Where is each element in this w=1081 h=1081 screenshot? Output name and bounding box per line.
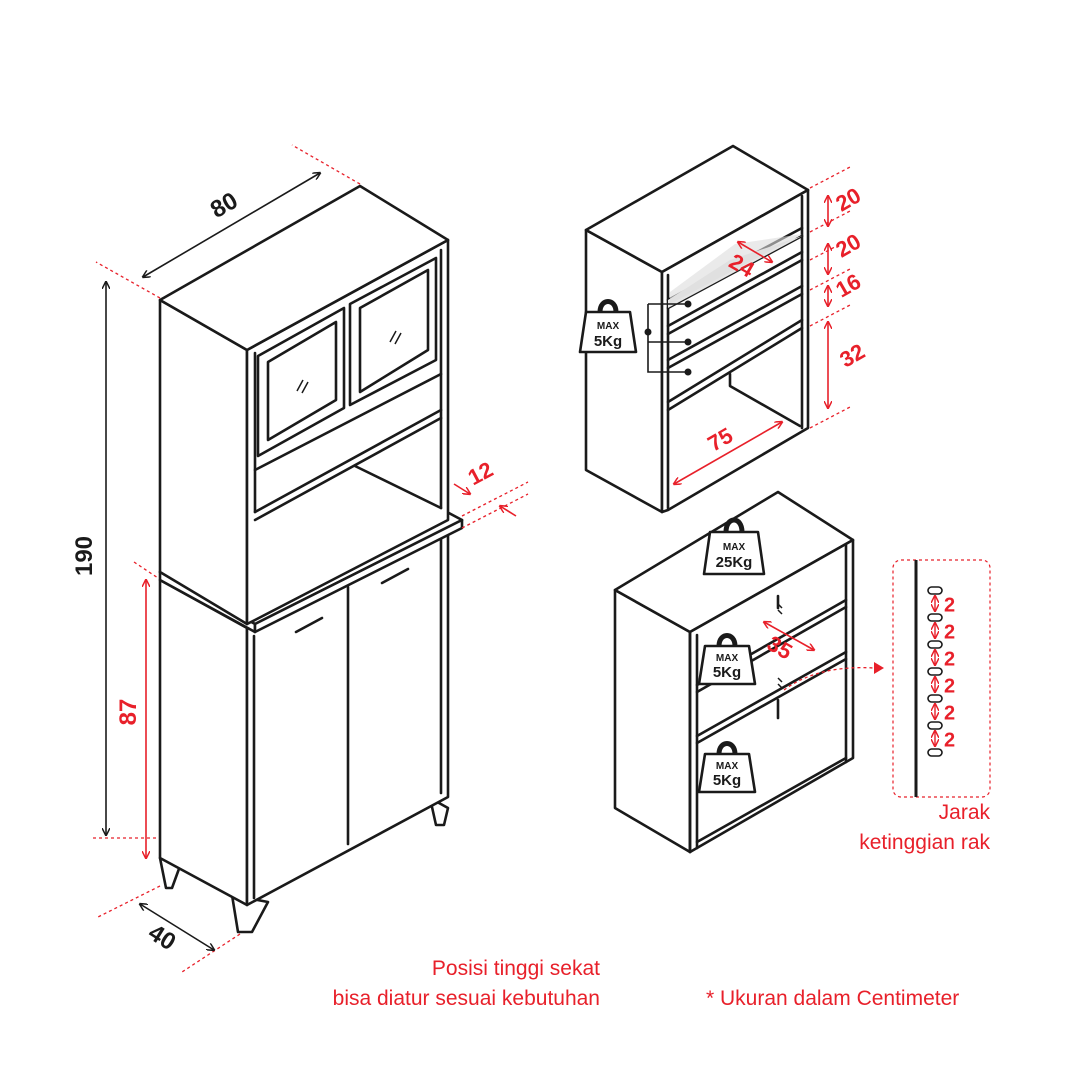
partition-note: Posisi tinggi sekat bisa diatur sesuai k… xyxy=(300,954,600,1014)
shelf-gap-1-label: 20 xyxy=(831,183,865,217)
glass-door-right xyxy=(348,256,438,407)
weight-value-label: 5Kg xyxy=(713,772,741,789)
hole-spacing-label: 2 xyxy=(944,622,955,644)
weight-max-label: MAX xyxy=(597,321,620,332)
shelf-height-note-line2: ketinggian rak xyxy=(859,831,990,854)
hole-spacing-label: 2 xyxy=(944,595,955,617)
glass-reflection-icon xyxy=(296,379,309,394)
upper-shelf-unit: 24 75 20 20 16 32 MAX 5Kg xyxy=(578,144,869,514)
units-note: * Ukuran dalam Centimeter xyxy=(706,987,960,1010)
weight-icon: MAX 5Kg xyxy=(697,633,757,686)
door-handle-left xyxy=(294,616,324,634)
shelf-hole xyxy=(927,694,943,703)
top-thickness-label: 12 xyxy=(464,457,497,491)
hole-spacing-label: 2 xyxy=(944,703,955,725)
lower-height-label: 87 xyxy=(115,699,142,726)
shelf-gap-2-label: 20 xyxy=(831,229,865,263)
shelf-hole xyxy=(927,640,943,649)
weight-icon: MAX 5Kg xyxy=(578,299,638,354)
shelf-height-note-line1: Jarak xyxy=(938,801,990,824)
upper-unit-side xyxy=(584,228,664,514)
height-label: 190 xyxy=(71,536,98,576)
shelf-hole xyxy=(927,721,943,730)
lower-unit-side xyxy=(613,588,692,854)
weight-value-label: 25Kg xyxy=(716,554,753,571)
lower-shelf-unit: 35 MAX 25Kg MAX 5Kg MAX 5Kg xyxy=(613,490,884,854)
weight-max-label: MAX xyxy=(723,542,746,553)
weight-icon: MAX 5Kg xyxy=(697,741,757,794)
partition-note-line2: bisa diatur sesuai kebutuhan xyxy=(332,987,600,1010)
glass-door-left xyxy=(256,306,346,458)
weight-icon: MAX 25Kg xyxy=(702,517,766,576)
weight-max-label: MAX xyxy=(716,653,739,664)
partition-note-line1: Posisi tinggi sekat xyxy=(431,957,600,980)
width-label: 80 xyxy=(206,187,243,224)
shelf-gap-4-label: 32 xyxy=(835,339,869,373)
weight-value-label: 5Kg xyxy=(594,333,622,350)
depth-label: 40 xyxy=(143,919,180,956)
shelf-hole xyxy=(927,613,943,622)
weight-value-label: 5Kg xyxy=(713,664,741,681)
shelf-hole xyxy=(927,667,943,676)
lower-side-panel xyxy=(158,578,249,907)
hole-spacing-label: 2 xyxy=(944,676,955,698)
tall-cabinet: 80 190 87 40 12 xyxy=(71,144,529,973)
hole-spacing-detail: 2 2 2 2 2 2 xyxy=(892,559,991,798)
weight-max-label: MAX xyxy=(716,761,739,772)
shelf-height-note: Jarak ketinggian rak xyxy=(848,798,990,858)
hole-spacing-label: 2 xyxy=(944,649,955,671)
shelf-gap-3-label: 16 xyxy=(831,269,865,303)
upper-side-panel xyxy=(158,298,249,626)
hole-spacing-label: 2 xyxy=(944,730,955,752)
door-handle-right xyxy=(380,567,410,585)
shelf-hole xyxy=(927,748,943,757)
shelf-hole xyxy=(927,586,943,595)
